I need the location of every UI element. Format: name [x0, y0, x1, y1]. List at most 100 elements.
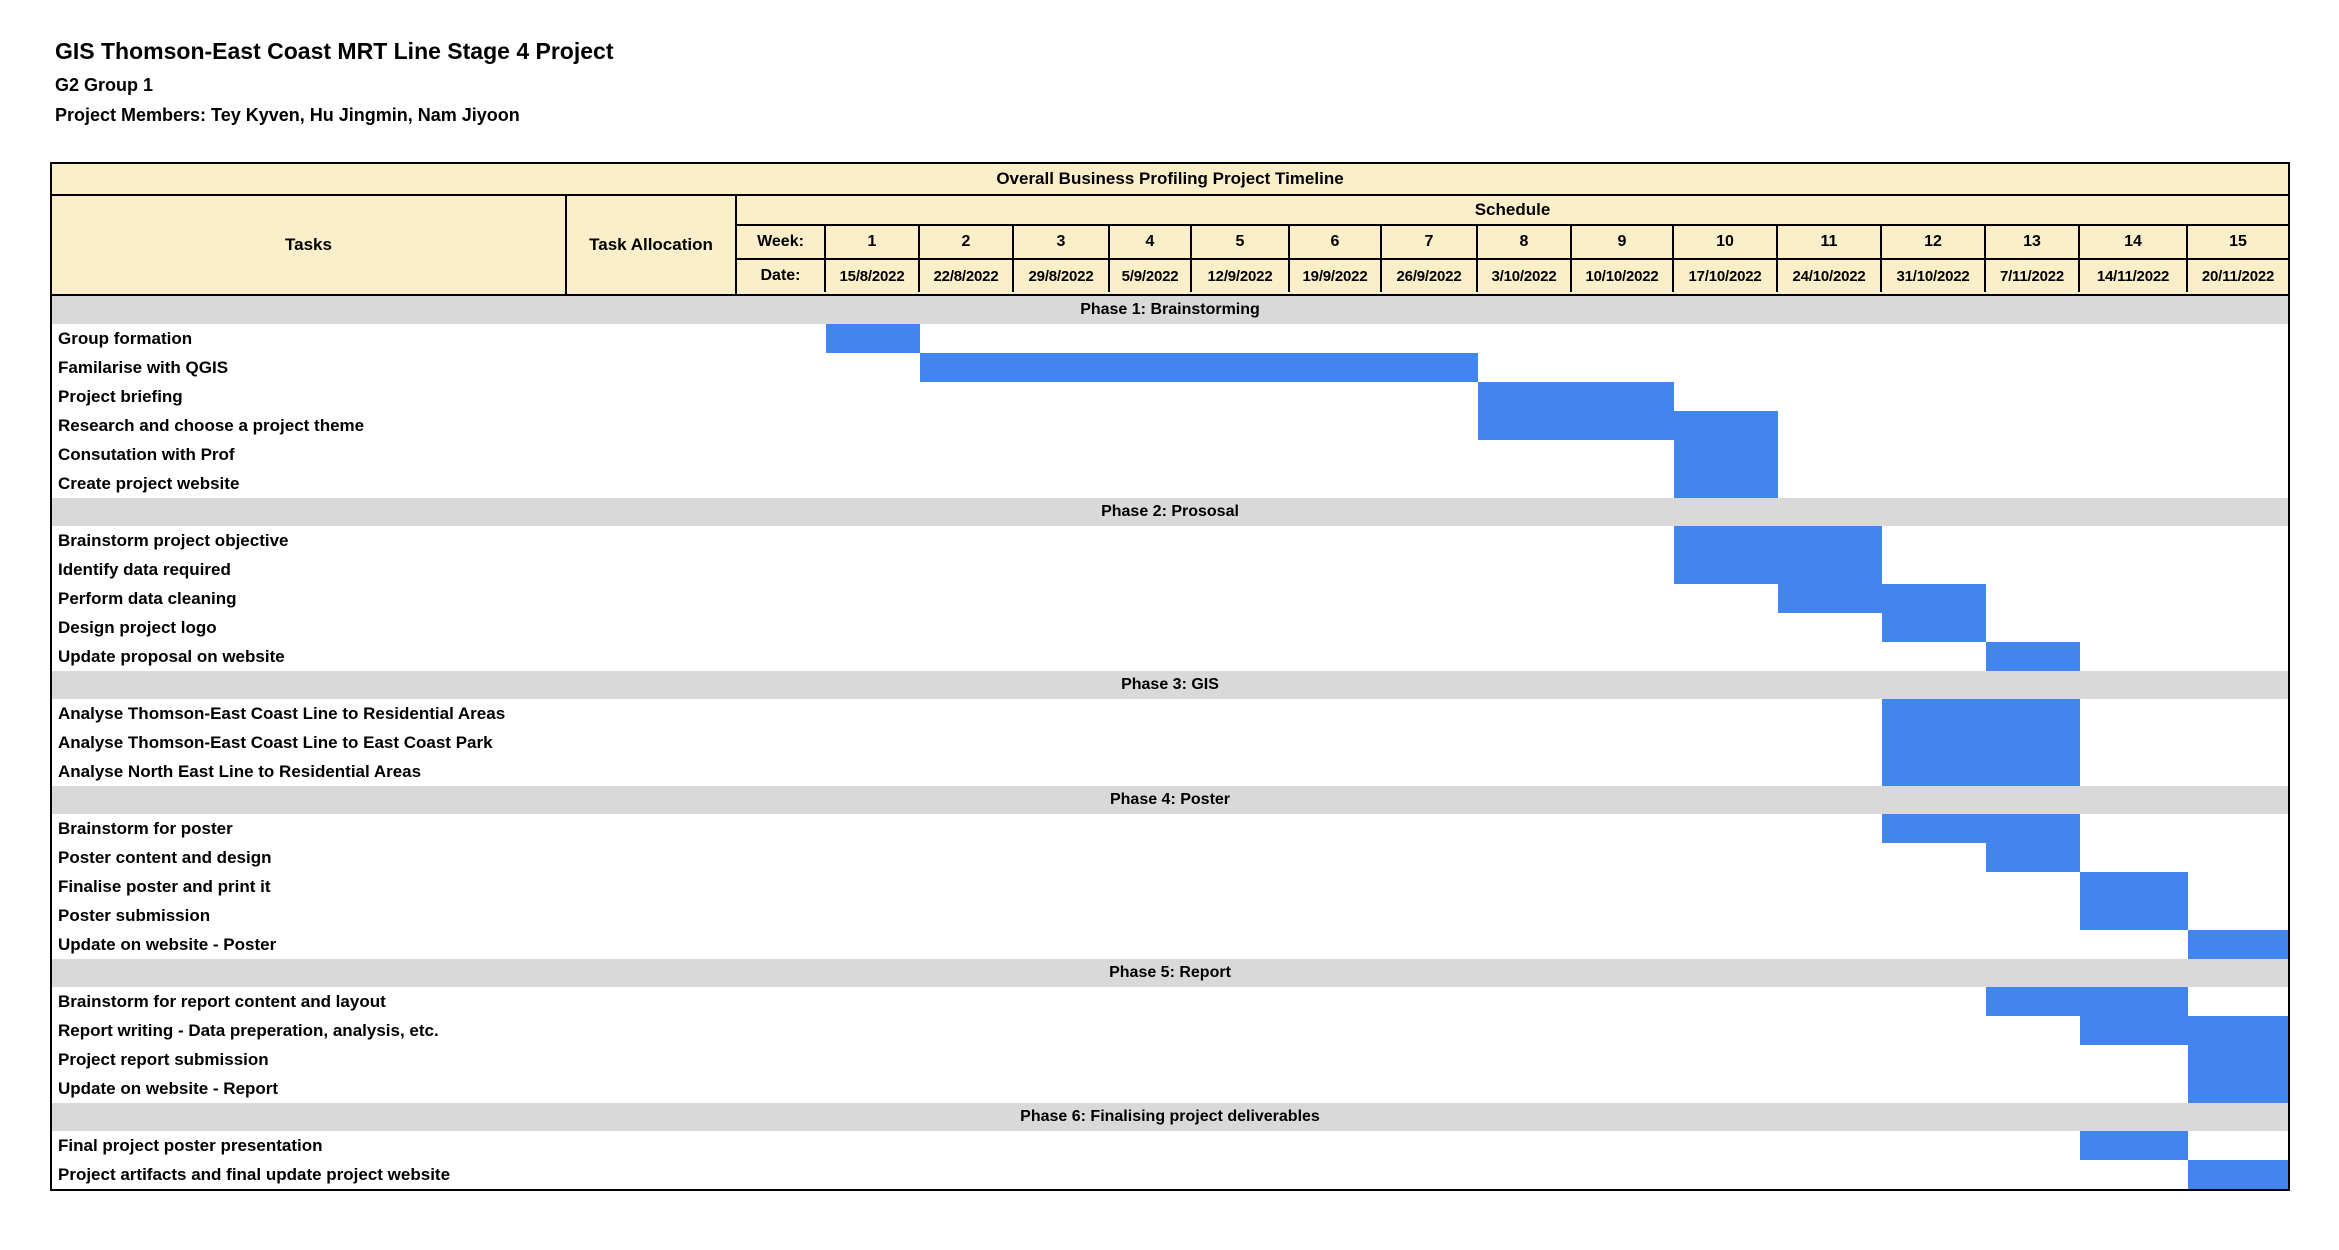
- task-label: Analyse North East Line to Residential A…: [58, 761, 422, 781]
- week-label-spacer: [737, 699, 826, 728]
- task-label: Update on website - Report: [58, 1078, 279, 1098]
- gantt-bar: [1674, 555, 1882, 584]
- week-number-cell: 11: [1778, 226, 1882, 258]
- task-allocation-cell: [567, 728, 737, 757]
- task-label: Project artifacts and final update proje…: [58, 1164, 451, 1184]
- phase-header-row: Phase 5: Report: [52, 959, 2288, 987]
- date-row-label: Date:: [737, 260, 826, 292]
- task-label: Identify data required: [58, 559, 231, 579]
- week-number-cell: 13: [1986, 226, 2080, 258]
- task-row: Group formation: [52, 324, 2288, 353]
- gantt-bar: [1674, 526, 1882, 555]
- task-label: Brainstorm project objective: [58, 530, 289, 550]
- gantt-bar: [2080, 901, 2188, 930]
- task-allocation-cell: [567, 987, 737, 1016]
- week-label-spacer: [737, 1016, 826, 1045]
- task-allocation-cell: [567, 411, 737, 440]
- week-number-cell: 5: [1192, 226, 1290, 258]
- gantt-bar: [1882, 699, 2080, 728]
- task-label: Group formation: [58, 328, 193, 348]
- gantt-bar: [1478, 411, 1778, 440]
- schedule-area: [826, 411, 2288, 440]
- gantt-bar: [1778, 584, 1986, 613]
- schedule-area: [826, 584, 2288, 613]
- gantt-bar: [1478, 382, 1674, 411]
- task-allocation-cell: [567, 353, 737, 382]
- task-label: Create project website: [58, 473, 240, 493]
- schedule-area: [826, 1160, 2288, 1189]
- task-row: Brainstorm project objective: [52, 526, 2288, 555]
- schedule-area: [826, 1045, 2288, 1074]
- task-row: Brainstorm for report content and layout: [52, 987, 2288, 1016]
- task-allocation-cell: [567, 440, 737, 469]
- schedule-area: [826, 642, 2288, 671]
- week-number-cell: 3: [1014, 226, 1110, 258]
- week-label-spacer: [737, 411, 826, 440]
- schedule-header: Schedule: [737, 196, 2288, 226]
- schedule-area: [826, 469, 2288, 498]
- task-label: Analyse Thomson-East Coast Line to East …: [58, 732, 493, 752]
- date-cell: 14/11/2022: [2080, 260, 2188, 292]
- gantt-bar: [1882, 757, 2080, 786]
- week-label-spacer: [737, 872, 826, 901]
- gantt-table: Overall Business Profiling Project Timel…: [50, 162, 2290, 1191]
- task-label: Familarise with QGIS: [58, 357, 229, 377]
- week-label-spacer: [737, 987, 826, 1016]
- task-row: Update on website - Report: [52, 1074, 2288, 1103]
- task-label: Brainstorm for report content and layout: [58, 991, 386, 1011]
- task-allocation-cell: [567, 324, 737, 353]
- schedule-area: [826, 324, 2288, 353]
- group-label: G2 Group 1: [55, 75, 154, 95]
- task-row: Project briefing: [52, 382, 2288, 411]
- task-row: Poster submission: [52, 901, 2288, 930]
- schedule-area: [826, 930, 2288, 959]
- gantt-bar: [2188, 1074, 2288, 1103]
- gantt-bar: [1882, 613, 1986, 642]
- gantt-bar: [1882, 814, 2080, 843]
- task-allocation-cell: [567, 642, 737, 671]
- date-cell: 12/9/2022: [1192, 260, 1290, 292]
- week-number-cell: 1: [826, 226, 920, 258]
- schedule-area: [826, 1074, 2288, 1103]
- gantt-bar: [2188, 1045, 2288, 1074]
- task-row: Brainstorm for poster: [52, 814, 2288, 843]
- gantt-bar: [826, 324, 920, 353]
- schedule-area: [826, 843, 2288, 872]
- task-allocation-cell: [567, 843, 737, 872]
- schedule-area: [826, 613, 2288, 642]
- schedule-area: [826, 440, 2288, 469]
- week-number-cell: 2: [920, 226, 1014, 258]
- schedule-area: [826, 728, 2288, 757]
- allocation-column-header: Task Allocation: [567, 196, 737, 294]
- document-header: GIS Thomson-East Coast MRT Line Stage 4 …: [55, 40, 613, 125]
- schedule-area: [826, 382, 2288, 411]
- tasks-column-header: Tasks: [52, 196, 567, 294]
- task-row: Final project poster presentation: [52, 1131, 2288, 1160]
- phase-header-row: Phase 1: Brainstorming: [52, 296, 2288, 324]
- week-label-spacer: [737, 1160, 826, 1189]
- date-cell: 29/8/2022: [1014, 260, 1110, 292]
- date-cell: 26/9/2022: [1382, 260, 1478, 292]
- date-cell: 22/8/2022: [920, 260, 1014, 292]
- gantt-bar: [1986, 843, 2080, 872]
- task-row: Update proposal on website: [52, 642, 2288, 671]
- week-number-cell: 8: [1478, 226, 1572, 258]
- schedule-area: [826, 526, 2288, 555]
- task-allocation-cell: [567, 930, 737, 959]
- project-members: Project Members: Tey Kyven, Hu Jingmin, …: [55, 105, 520, 125]
- task-label: Project report submission: [58, 1049, 269, 1069]
- task-allocation-cell: [567, 1045, 737, 1074]
- date-cell: 17/10/2022: [1674, 260, 1778, 292]
- gantt-bar: [2080, 1016, 2288, 1045]
- schedule-area: [826, 872, 2288, 901]
- task-allocation-cell: [567, 469, 737, 498]
- task-row: Perform data cleaning: [52, 584, 2288, 613]
- week-label-spacer: [737, 930, 826, 959]
- task-row: Consutation with Prof: [52, 440, 2288, 469]
- week-number-cell: 9: [1572, 226, 1674, 258]
- schedule-area: [826, 757, 2288, 786]
